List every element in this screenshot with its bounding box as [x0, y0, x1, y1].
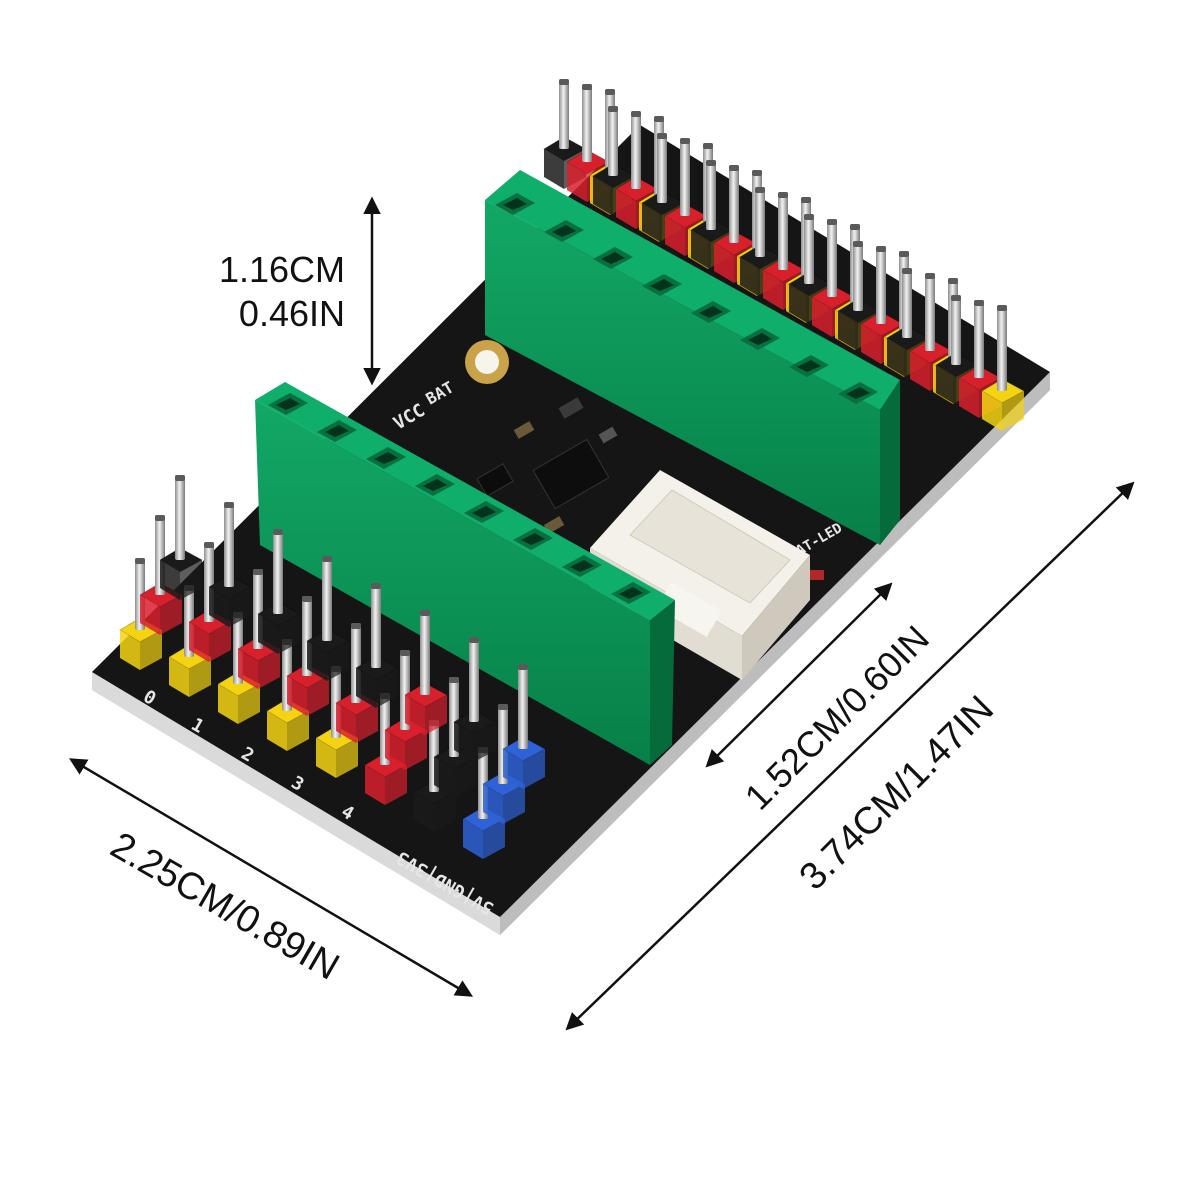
back-header-pin: [706, 160, 716, 230]
green-socket-back: [485, 170, 900, 545]
dimension-height: 1.16CM 0.46IN: [219, 196, 381, 386]
front-header-pin: [224, 502, 234, 587]
back-header-pin: [729, 165, 739, 243]
front-header-pin: [420, 610, 430, 695]
front-header-pin: [469, 637, 479, 722]
back-header-pin: [582, 84, 592, 162]
back-header-pin: [951, 295, 961, 365]
back-header-pin: [778, 192, 788, 270]
front-header-pin: [273, 529, 283, 614]
height-in-label: 0.46IN: [239, 293, 345, 334]
back-header-pin: [755, 187, 765, 257]
back-header-pin: [997, 305, 1007, 391]
height-cm-label: 1.16CM: [219, 249, 345, 290]
back-header-pin: [608, 106, 618, 176]
back-header-pin: [902, 268, 912, 338]
back-header-pin: [657, 133, 667, 203]
front-pin-header: [119, 475, 547, 859]
back-header-pin: [925, 273, 935, 351]
back-pin-header: [543, 79, 1026, 431]
back-header-pin: [827, 219, 837, 297]
back-header-pin: [559, 79, 569, 149]
back-header-pin: [853, 241, 863, 311]
back-header-pin: [876, 246, 886, 324]
front-header-pin: [175, 475, 185, 560]
bat-led: [810, 570, 824, 580]
back-header-pin: [974, 300, 984, 378]
back-header-pin: [680, 138, 690, 216]
back-header-pin: [804, 214, 814, 284]
front-header-pin: [371, 583, 381, 668]
back-header-pin: [631, 111, 641, 189]
front-header-pin: [518, 664, 528, 749]
smd-components: [476, 397, 824, 580]
width-arrow: [68, 758, 474, 997]
front-header-pin: [322, 556, 332, 641]
board-length-arrow: [565, 481, 1135, 1031]
